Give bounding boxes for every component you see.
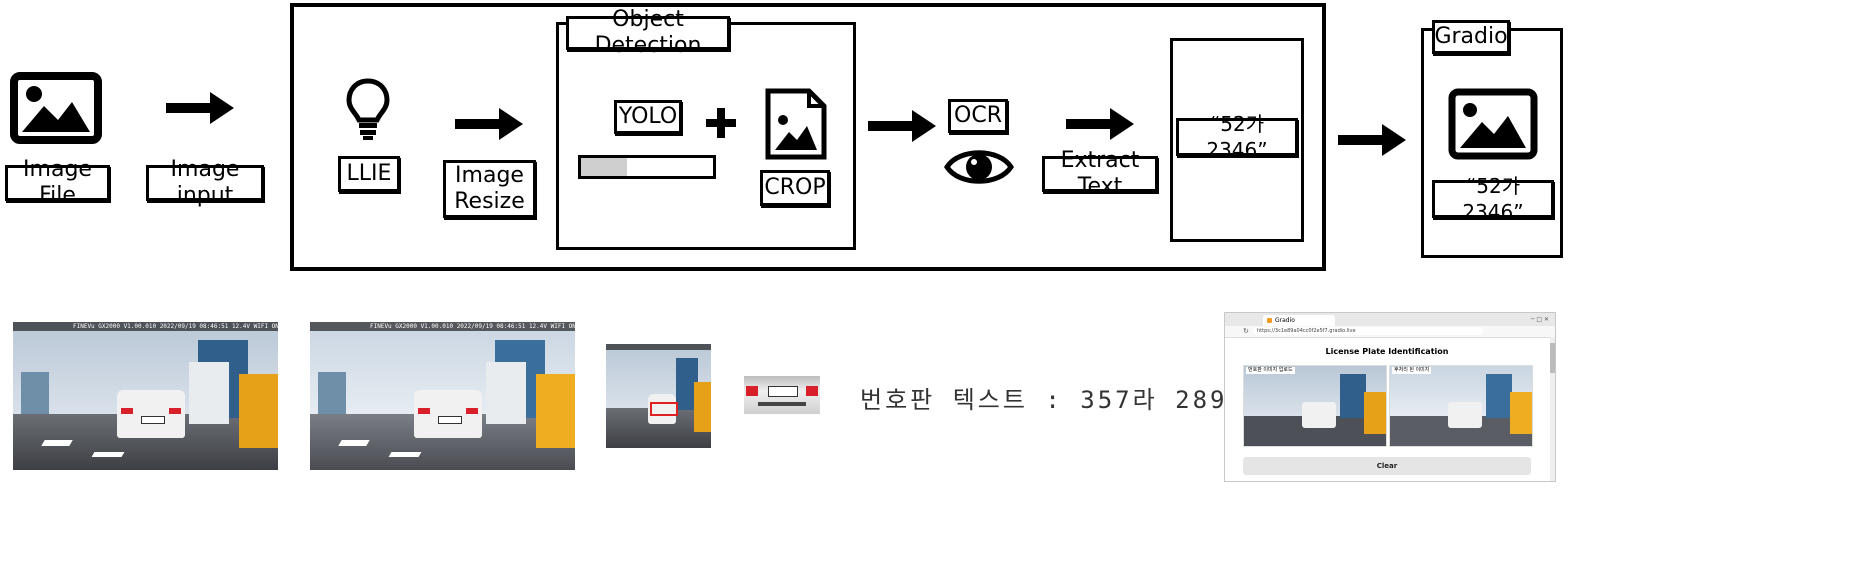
- extract-text-label: Extract Text: [1042, 148, 1158, 199]
- upload-label: 번호판 이미지 업로드: [1246, 367, 1295, 374]
- url-field[interactable]: https://3c1e89a04cc0f2e5f7.gradio.live: [1253, 327, 1483, 335]
- progress-bar: [578, 155, 716, 179]
- processing-pipeline-frame: [290, 3, 1326, 271]
- image-icon: [1448, 88, 1538, 164]
- gradio-plate-text: “52가 2346”: [1432, 174, 1554, 224]
- image-resize-label: Image Resize: [443, 160, 536, 218]
- dashcam-original-image: FINEVu GX2000 V1.00.010 2022/09/19 08:46…: [13, 322, 278, 470]
- clear-button[interactable]: Clear: [1243, 457, 1531, 475]
- yolo-label: YOLO: [614, 100, 682, 134]
- arrow-right-icon: [166, 92, 236, 128]
- tab-title: Gradio: [1275, 317, 1295, 324]
- arrow-right-icon: [1338, 124, 1408, 160]
- window-controls: ─ □ ✕: [1530, 316, 1549, 323]
- cropped-plate-image: [744, 376, 820, 414]
- dashcam-hud-text: FINEVu GX2000 V1.00.010 2022/09/19 08:46…: [13, 322, 278, 331]
- arrow-right-icon: [1066, 108, 1136, 144]
- browser-address-bar: ↻ https://3c1e89a04cc0f2e5f7.gradio.live: [1225, 326, 1555, 338]
- gradio-page-title: License Plate Identification: [1325, 347, 1449, 356]
- reload-icon[interactable]: ↻: [1243, 327, 1249, 335]
- ocr-result-text: 번호판 텍스트 : 357라 2899: [860, 386, 1245, 414]
- image-file-icon: [10, 72, 102, 144]
- browser-tab-bar: Gradio ─ □ ✕: [1225, 313, 1555, 326]
- crop-label: CROP: [760, 170, 830, 206]
- browser-tab[interactable]: Gradio: [1263, 315, 1335, 326]
- plate-text-output: “52가 2346”: [1176, 112, 1298, 162]
- image-file-label: Image File: [5, 157, 110, 208]
- processed-image-panel: 후처리 된 이미지: [1389, 365, 1533, 447]
- plus-icon: [706, 108, 736, 142]
- url-text: https://3c1e89a04cc0f2e5f7.gradio.live: [1257, 328, 1356, 334]
- arrow-right-icon: [868, 110, 938, 146]
- llie-label: LLIE: [338, 156, 400, 192]
- gradio-browser-window: Gradio ─ □ ✕ ↻ https://3c1e89a04cc0f2e5f…: [1224, 312, 1556, 482]
- progress-bar-fill: [581, 158, 628, 176]
- dashcam-resized-detection-image: [606, 344, 711, 448]
- object-detection-title: Object Detection: [566, 7, 730, 58]
- ocr-label: OCR: [948, 99, 1008, 133]
- detection-box: [650, 402, 678, 416]
- processed-label: 후처리 된 이미지: [1392, 367, 1432, 374]
- dashcam-hud-text: FINEVu GX2000 V1.00.010 2022/09/19 08:46…: [310, 322, 575, 331]
- gradio-title: Gradio: [1432, 20, 1510, 54]
- image-document-icon: [765, 88, 827, 164]
- text-output-panel: [1170, 38, 1304, 242]
- upload-image-panel[interactable]: 번호판 이미지 업로드: [1243, 365, 1387, 447]
- scrollbar[interactable]: [1550, 337, 1555, 481]
- image-input-label: Image input: [146, 157, 264, 208]
- eye-icon: [944, 142, 1014, 196]
- arrow-right-icon: [455, 108, 525, 144]
- lightbulb-icon: [346, 78, 390, 144]
- dashcam-enhanced-image: FINEVu GX2000 V1.00.010 2022/09/19 08:46…: [310, 322, 575, 470]
- tab-favicon-icon: [1267, 318, 1272, 323]
